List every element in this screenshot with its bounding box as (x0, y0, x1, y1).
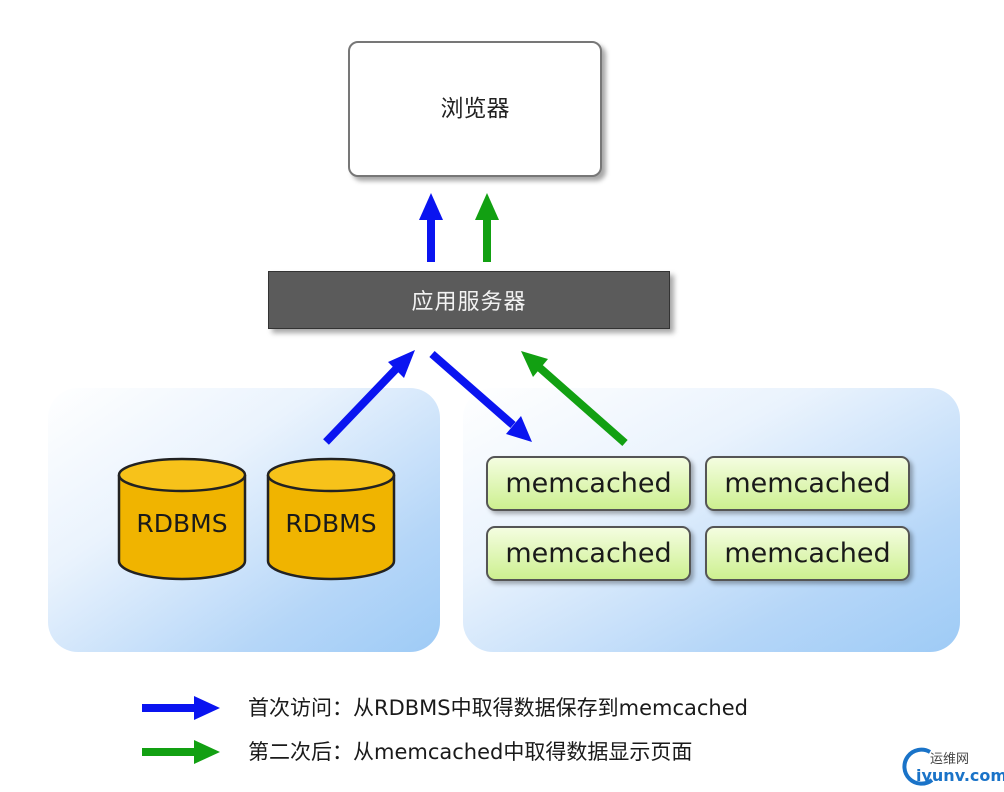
memcached-label: memcached (724, 538, 891, 569)
memcached-label: memcached (505, 468, 672, 499)
legend-second-access: 第二次后：从memcached中取得数据显示页面 (248, 740, 693, 764)
rdbms-label: RDBMS (285, 509, 377, 538)
arrow-memcached-to-app (521, 351, 628, 446)
rdbms-label: RDBMS (136, 509, 228, 538)
browser-label: 浏览器 (440, 96, 510, 122)
arrow-up-green (475, 193, 499, 262)
database-icon (117, 457, 247, 581)
database-icon (266, 457, 396, 581)
app-server-label: 应用服务器 (411, 290, 527, 315)
memcached-node-3: memcached (486, 526, 691, 581)
rdbms-cylinder-1: RDBMS (117, 457, 247, 581)
arrow-app-to-memcached (429, 350, 532, 442)
arrow-up-blue (419, 193, 443, 262)
watermark-name: 运维网 (930, 752, 970, 767)
arrow-rdbms-to-app (323, 350, 415, 445)
legend-first-access: 首次访问：从RDBMS中取得数据保存到memcached (248, 696, 748, 720)
memcached-label: memcached (724, 468, 891, 499)
memcached-node-2: memcached (705, 456, 910, 511)
watermark-logo-icon (902, 747, 934, 786)
memcached-label: memcached (505, 538, 672, 569)
watermark: 运维网 iyunv.com (898, 746, 1004, 790)
memcached-node-4: memcached (705, 526, 910, 581)
app-server-node: 应用服务器 (268, 271, 670, 329)
browser-node: 浏览器 (348, 41, 602, 177)
legend-arrow-green (142, 740, 220, 764)
watermark-url: iyunv.com (916, 766, 1004, 785)
memcached-panel (463, 388, 960, 652)
memcached-node-1: memcached (486, 456, 691, 511)
legend-arrow-blue (142, 696, 220, 720)
rdbms-cylinder-2: RDBMS (266, 457, 396, 581)
